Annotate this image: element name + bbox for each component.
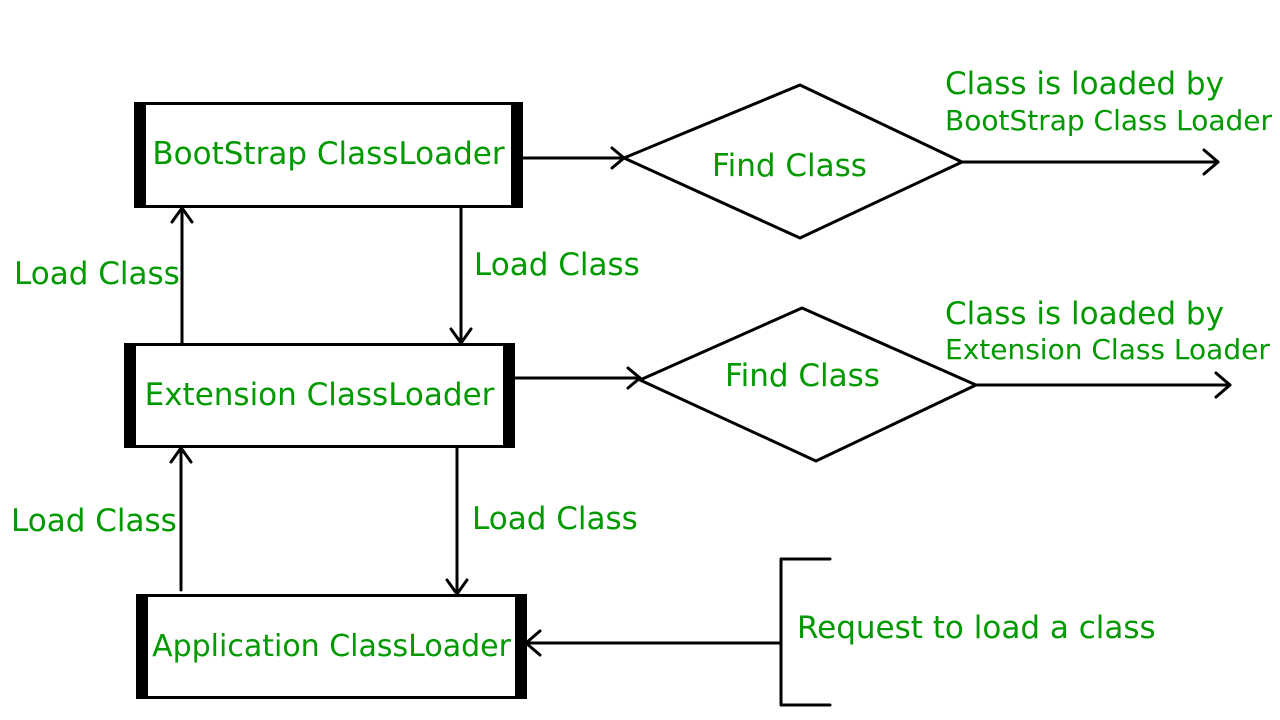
load-class-label-down-upper: Load Class — [474, 247, 640, 283]
arrowhead-find-to-result-top — [1202, 148, 1220, 176]
application-classloader-label: Application ClassLoader — [152, 628, 511, 664]
bootstrap-classloader-label: BootStrap ClassLoader — [152, 136, 505, 173]
result-bootstrap-line1: Class is loaded by — [945, 66, 1224, 102]
bootstrap-classloader-node: BootStrap ClassLoader — [134, 102, 523, 208]
arrowhead-application-up-to-extension — [169, 446, 193, 464]
arrowhead-extension-to-find — [626, 366, 642, 390]
application-classloader-node: Application ClassLoader — [136, 594, 527, 699]
arrowhead-extension-up-to-bootstrap — [170, 206, 194, 224]
request-label: Request to load a class — [797, 610, 1156, 646]
arrowhead-find-to-result-mid — [1214, 371, 1232, 399]
load-class-label-down-lower: Load Class — [472, 501, 638, 537]
load-class-label-up-upper: Load Class — [14, 256, 180, 292]
result-bootstrap-line2: BootStrap Class Loader — [945, 104, 1273, 137]
request-bracket — [779, 557, 832, 707]
find-class-label-top: Find Class — [712, 148, 867, 184]
find-class-label-mid: Find Class — [725, 358, 880, 394]
extension-classloader-label: Extension ClassLoader — [144, 376, 495, 413]
result-extension-line1: Class is loaded by — [945, 296, 1224, 332]
extension-classloader-node: Extension ClassLoader — [124, 343, 515, 448]
result-extension-line2: Extension Class Loader — [945, 333, 1270, 366]
load-class-label-up-lower: Load Class — [11, 503, 177, 539]
